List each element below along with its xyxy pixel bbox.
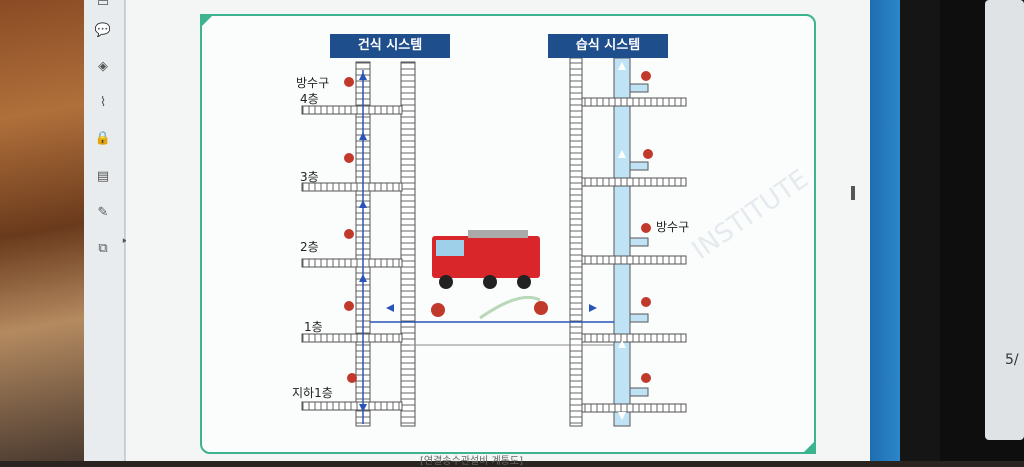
basement1-label: 지하1층 bbox=[292, 386, 333, 400]
document-icon[interactable]: ▤ bbox=[96, 169, 110, 184]
page-number: 5/ bbox=[1005, 352, 1019, 368]
copy-icon[interactable]: ⧉ bbox=[98, 241, 108, 256]
expand-arrow-icon[interactable]: ▸ bbox=[122, 236, 128, 246]
floor4-outlet-label: 방수구 bbox=[296, 76, 330, 90]
comment-icon[interactable]: 💬 bbox=[94, 23, 112, 38]
dry-system-structure bbox=[301, 61, 416, 427]
diagram-caption: [연결송수관설비 계통도] bbox=[420, 456, 523, 467]
side-toolbar: ▭ 💬 ◈ ⌇ 🔒 ▤ ✎ ⧉ ▸ bbox=[84, 0, 127, 461]
dark-gap bbox=[900, 0, 940, 461]
floor2-label: 2층 bbox=[300, 240, 319, 254]
wet-flow-arrows bbox=[618, 62, 626, 420]
wet-outlet-label: 방수구 bbox=[656, 220, 690, 234]
outlet-valves bbox=[344, 71, 653, 383]
paperclip-icon[interactable]: ⌇ bbox=[99, 95, 107, 110]
scroll-handle[interactable] bbox=[851, 186, 855, 200]
background-rock-wall bbox=[0, 0, 88, 461]
monitor-edge bbox=[870, 0, 900, 461]
lock-icon[interactable]: 🔒 bbox=[94, 131, 112, 146]
floor4-label: 4층 bbox=[300, 92, 319, 106]
frame-corner-top-left bbox=[200, 14, 214, 28]
dry-system-title: 건식 시스템 bbox=[330, 34, 450, 58]
floor3-label: 3층 bbox=[300, 170, 319, 184]
floor1-label: 1층 bbox=[304, 320, 323, 334]
watermark: INSTITUTE bbox=[687, 164, 814, 266]
frame-corner-bottom-right bbox=[802, 440, 816, 454]
toolbar-top-icon[interactable]: ▭ bbox=[96, 0, 110, 10]
fire-truck-icon bbox=[432, 230, 540, 289]
second-monitor-screen bbox=[985, 0, 1024, 440]
flow-arrows bbox=[359, 72, 597, 412]
wet-system-title: 습식 시스템 bbox=[548, 34, 668, 58]
wet-system-structure bbox=[569, 57, 687, 427]
edit-icon[interactable]: ✎ bbox=[97, 205, 109, 220]
layers-icon[interactable]: ◈ bbox=[98, 59, 108, 74]
